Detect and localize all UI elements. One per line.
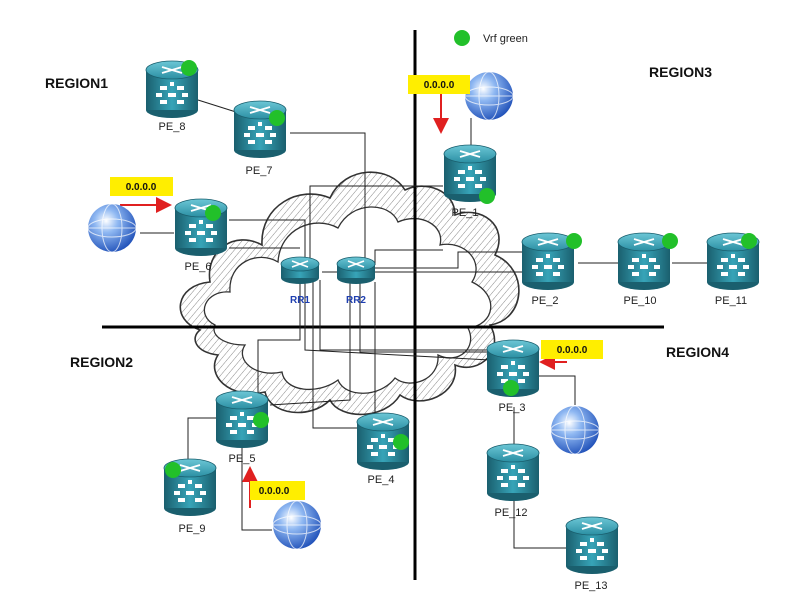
label-pe12: PE_12 [494, 507, 527, 519]
router-pe12[interactable] [486, 443, 540, 502]
router-pe6[interactable] [174, 198, 228, 257]
vrf-green-dot-icon [165, 462, 181, 478]
tag-text: 0.0.0.0 [557, 345, 588, 356]
default-route-tag-region1: 0.0.0.0 [110, 177, 173, 196]
router-rr2[interactable] [336, 256, 376, 285]
legend-vrf-green-dot-icon [454, 30, 470, 46]
globe-icon-region2 [272, 500, 322, 550]
vrf-green-dot-icon [566, 233, 582, 249]
label-pe3: PE_3 [499, 402, 526, 414]
tag-text: 0.0.0.0 [259, 486, 290, 497]
label-pe9: PE_9 [179, 523, 206, 535]
tag-text: 0.0.0.0 [126, 182, 157, 193]
label-rr2: RR2 [346, 295, 366, 306]
router-rr1[interactable] [280, 256, 320, 285]
vrf-green-dot-icon [662, 233, 678, 249]
label-pe8: PE_8 [159, 121, 186, 133]
globe-icon-region1 [87, 203, 137, 253]
vrf-green-dot-icon [393, 434, 409, 450]
region-label-1: REGION1 [45, 75, 108, 91]
label-pe5: PE_5 [229, 453, 256, 465]
links [140, 99, 708, 549]
label-pe4: PE_4 [368, 474, 395, 486]
vrf-green-dot-icon [253, 412, 269, 428]
vrf-green-dot-icon [269, 110, 285, 126]
legend-label: Vrf green [483, 33, 528, 45]
router-pe7[interactable] [233, 100, 287, 159]
globe-icon-region4 [550, 405, 600, 455]
label-pe13: PE_13 [574, 580, 607, 592]
label-pe2: PE_2 [532, 295, 559, 307]
vrf-green-dot-icon [741, 233, 757, 249]
vrf-green-dot-icon [181, 60, 197, 76]
router-pe13[interactable] [565, 516, 619, 575]
label-pe10: PE_10 [623, 295, 656, 307]
region-label-4: REGION4 [666, 344, 729, 360]
default-route-tag-region2: 0.0.0.0 [250, 481, 305, 500]
default-route-tag-region4: 0.0.0.0 [541, 340, 603, 359]
default-route-tag-region3: 0.0.0.0 [408, 75, 470, 94]
label-pe1: PE_1 [452, 207, 479, 219]
vrf-green-dots [165, 30, 757, 478]
label-pe6: PE_6 [185, 261, 212, 273]
label-rr1: RR1 [290, 295, 310, 306]
label-pe11: PE_11 [715, 295, 747, 307]
region-label-3: REGION3 [649, 64, 712, 80]
region-label-2: REGION2 [70, 354, 133, 370]
globe-icon-region3 [464, 71, 514, 121]
vrf-green-dot-icon [479, 188, 495, 204]
tag-text: 0.0.0.0 [424, 80, 455, 91]
vrf-green-dot-icon [205, 205, 221, 221]
vrf-green-dot-icon [503, 380, 519, 396]
label-pe7: PE_7 [246, 165, 273, 177]
